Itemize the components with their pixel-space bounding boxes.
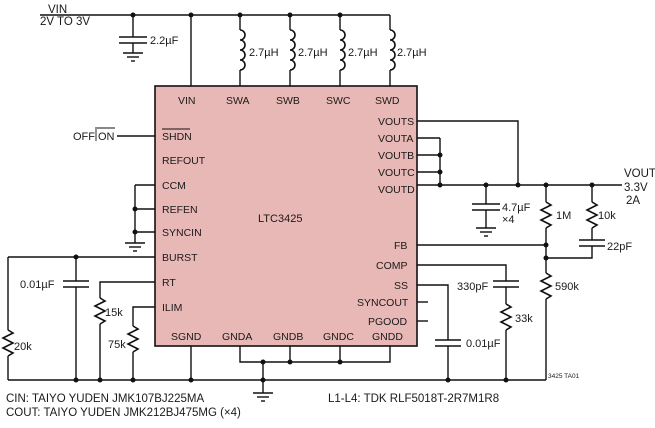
c-ff-value: 22pF [607,241,632,253]
c-burst-value: 0.01µF [20,279,55,291]
pin-vouta: VOUTA [378,133,413,145]
pin-swc: SWC [326,95,351,107]
r-comp-value: 33k [515,313,533,325]
pin-refout: REFOUT [162,155,206,167]
pin-ccm: CCM [162,180,186,192]
pin-burst: BURST [162,252,198,264]
pin-gndc: GNDC [323,331,354,343]
pin-swa: SWA [226,95,250,107]
svg-text:2.7µH: 2.7µH [298,47,328,59]
pin-rt: RT [162,277,176,289]
c-out-value: 4.7µF [502,202,531,214]
pin-voutc: VOUTC [378,167,415,179]
pin-gndd: GNDD [372,331,403,343]
figure-id: 3425 TA01 [548,373,580,380]
pin-syncout: SYNCOUT [357,297,409,309]
pin-voutb: VOUTB [378,150,414,162]
r-burst-value: 20k [14,341,32,353]
pin-gndb: GNDB [273,331,303,343]
c-ss-value: 0.01µF [466,338,501,350]
pin-gnda: GNDA [222,331,252,343]
c-out-mult: ×4 [502,214,515,226]
cin-value: 2.2µF [150,35,179,47]
pin-ss: SS [394,280,408,292]
inductor-d: 2.7µH [389,15,427,86]
pin-refen: REFEN [162,204,198,216]
pin-vin: VIN [178,95,196,107]
vin-range: 2V TO 3V [40,16,90,28]
pin-swb: SWB [276,95,300,107]
svg-text:2.7µH: 2.7µH [249,47,279,59]
vout-voltage: 3.3V [624,182,648,194]
r-t-value: 15k [105,307,123,319]
r-fb-bottom-value: 590k [555,281,579,293]
ic-body [154,85,418,347]
r-lim-value: 75k [108,339,126,351]
svg-text:2.7µH: 2.7µH [348,47,378,59]
pin-comp: COMP [376,260,408,272]
inductor-c: 2.7µH [339,15,378,86]
note-cin: CIN: TAIYO YUDEN JMK107BJ225MA [6,393,204,405]
pin-sgnd: SGND [171,331,202,343]
inductor-a: 2.7µH [239,15,279,86]
pin-vouts: VOUTS [378,116,414,128]
pin-voutd: VOUTD [378,184,415,196]
note-inductors: L1-L4: TDK RLF5018T-2R7M1R8 [328,393,499,405]
pin-shdn: SHDN [162,131,192,143]
pin-ilim: ILIM [162,302,182,314]
note-cout: COUT: TAIYO YUDEN JMK212BJ475MG (×4) [6,407,241,419]
vin-label: VIN [48,4,67,16]
pin-pgood: PGOOD [368,316,408,328]
inductor-b: 2.7µH [289,15,328,86]
r-ff-value: 10k [598,210,616,222]
vout-label: VOUT [624,168,655,180]
c-comp-value: 330pF [457,281,488,293]
svg-text:2.7µH: 2.7µH [397,47,427,59]
shdn-off-label: OFF [73,131,95,143]
pin-swd: SWD [375,95,400,107]
shdn-on-label: ON [98,131,115,143]
pin-fb: FB [394,240,407,252]
r-fb-top-value: 1M [556,210,571,222]
pin-syncin: SYNCIN [162,227,202,239]
vout-current: 2A [626,195,640,207]
ic-name: LTC3425 [258,213,302,225]
